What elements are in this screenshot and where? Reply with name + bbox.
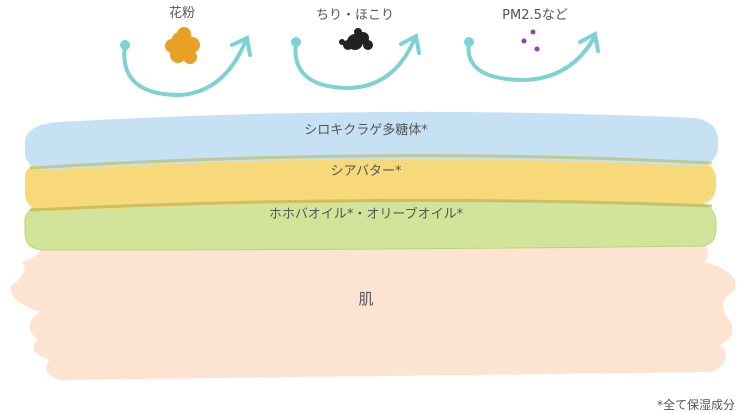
particle-label-pollen: 花粉 [168, 6, 196, 21]
arrow-icon [291, 32, 421, 91]
pollen-icon [165, 27, 200, 64]
arrow-icon [464, 30, 600, 83]
particle-label-dust: ちり・ほこり [315, 8, 395, 23]
arrow-icon [120, 35, 252, 98]
layer-label-shea: シアバター* [330, 164, 402, 179]
shea-layer [25, 154, 717, 212]
pm25-icon [521, 29, 540, 52]
footnote: *全て保湿成分 [656, 398, 735, 412]
layer-label-skin: 肌 [358, 290, 374, 308]
skin-layer [10, 238, 736, 380]
particle-label-pm25: PM2.5など [502, 8, 568, 23]
layer-label-tremella: シロキクラゲ多糖体* [304, 123, 428, 138]
layer-label-oil: ホホバオイル*・オリーブオイル* [268, 207, 464, 222]
dust-icon [339, 28, 373, 50]
